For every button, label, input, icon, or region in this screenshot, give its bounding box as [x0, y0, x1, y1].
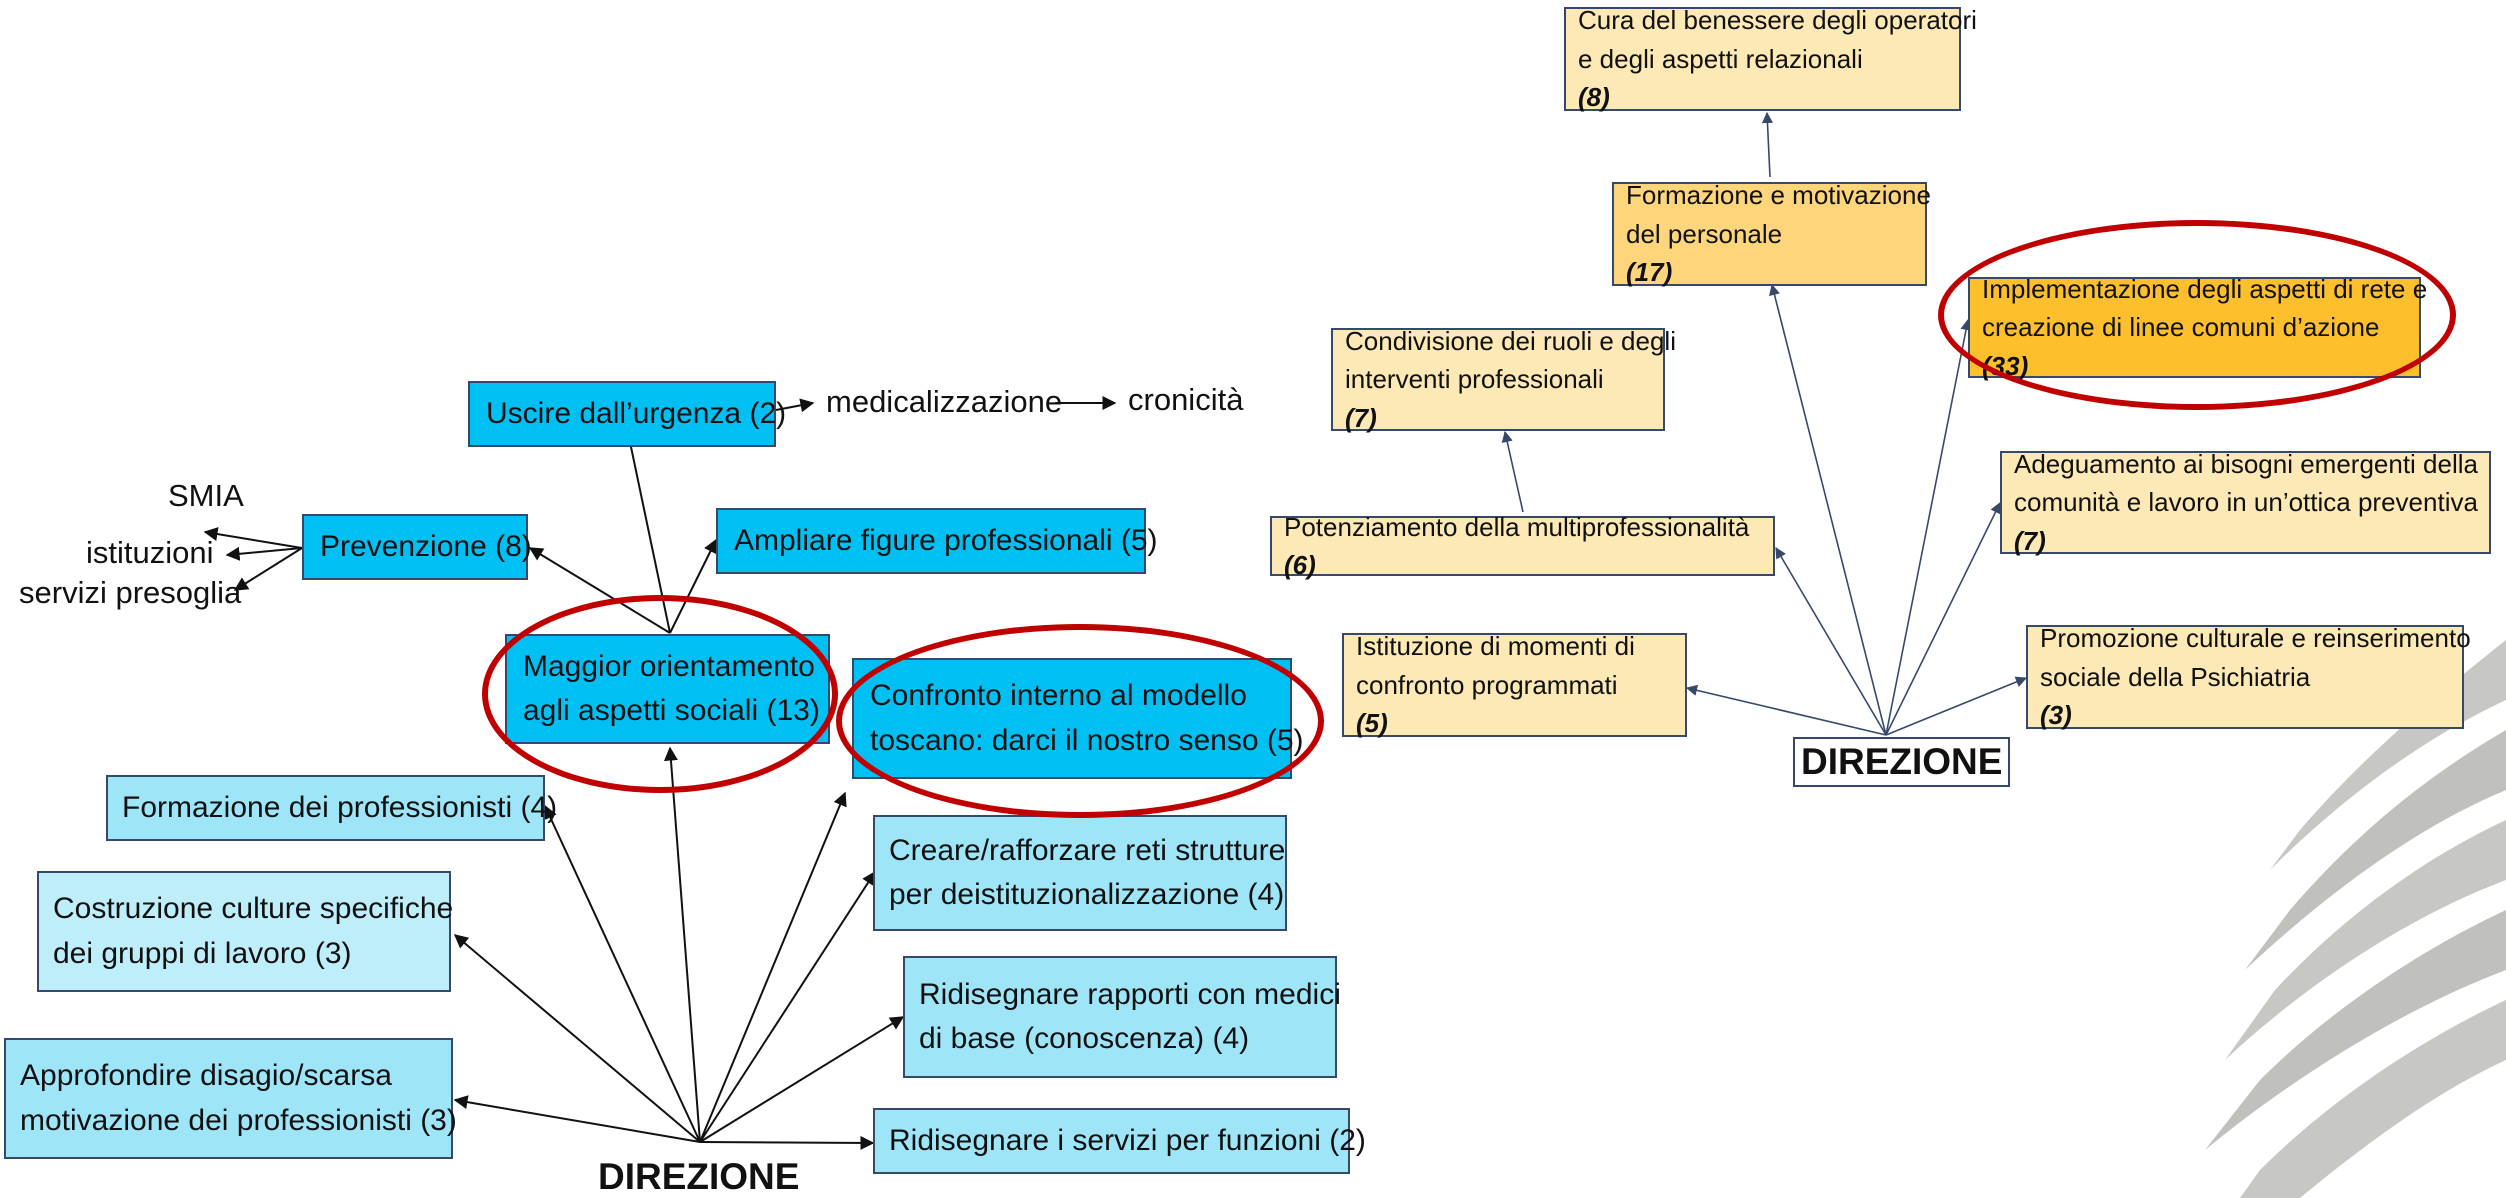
node-formazione-motivazione-count: (17): [1626, 257, 1673, 288]
node-cura-benessere-line1: Cura del benessere degli operatori: [1578, 5, 1977, 36]
node-uscire-urgenza: Uscire dall’urgenza (2): [468, 381, 786, 447]
node-uscire-urgenza-text: Uscire dall’urgenza (2): [486, 396, 787, 430]
node-cura-benessere-line2: e degli aspetti relazionali: [1578, 43, 1863, 74]
node-potenziamento-count: (6): [1284, 550, 1316, 580]
node-promozione-culturale-line1: Promozione culturale e reinserimento: [2040, 623, 2471, 654]
node-promozione-culturale-count: (3): [2040, 700, 2072, 731]
node-ampliare-figure-text: Ampliare figure professionali (5): [734, 523, 1158, 557]
node-ampliare-figure: Ampliare figure professionali (5): [716, 508, 1158, 574]
node-condivisione-ruoli-line2: interventi professionali: [1345, 364, 1604, 395]
node-formazione-professionisti: Formazione dei professionisti (4): [106, 775, 557, 841]
logo-watermark: [2205, 640, 2506, 1198]
highlight-confronto-interno: [836, 624, 1324, 818]
label-istituzioni: istituzioni: [86, 535, 214, 570]
node-formazione-motivazione-line2: del personale: [1626, 218, 1783, 249]
node-ridisegnare-rapporti-line1: Ridisegnare rapporti con medici: [919, 977, 1341, 1011]
node-potenziamento-text: Potenziamento della multiprofessionalità: [1284, 511, 1750, 542]
node-condivisione-ruoli: Condivisione dei ruoli e degli intervent…: [1331, 326, 1676, 433]
node-ridisegnare-servizi-text: Ridisegnare i servizi per funzioni (2): [889, 1123, 1366, 1157]
highlight-implementazione-rete: [1938, 220, 2456, 410]
node-costruzione-culture-line1: Costruzione culture specifiche: [53, 892, 454, 926]
node-adeguamento-bisogni-line2: comunità e lavoro in un’ottica preventiv…: [2014, 487, 2478, 518]
node-adeguamento-bisogni-count: (7): [2014, 525, 2046, 556]
label-smia: SMIA: [168, 478, 244, 513]
label-servizi-presoglia: servizi presoglia: [19, 575, 242, 610]
node-costruzione-culture-line2: dei gruppi di lavoro (3): [53, 936, 352, 970]
node-prevenzione: Prevenzione (8): [302, 514, 532, 580]
node-costruzione-culture: Costruzione culture specifiche dei grupp…: [37, 871, 454, 992]
node-condivisione-ruoli-count: (7): [1345, 402, 1377, 433]
node-adeguamento-bisogni: Adeguamento ai bisogni emergenti della c…: [2000, 449, 2491, 556]
node-istituzione-momenti-count: (5): [1356, 708, 1388, 739]
left-root-direzione: DIREZIONE: [598, 1156, 800, 1197]
node-promozione-culturale: Promozione culturale e reinserimento soc…: [2026, 623, 2471, 731]
node-cura-benessere-count: (8): [1578, 82, 1610, 113]
node-formazione-professionisti-text: Formazione dei professionisti (4): [122, 790, 558, 824]
node-creare-reti: Creare/rafforzare reti strutture per dei…: [873, 815, 1287, 931]
node-formazione-motivazione-line1: Formazione e motivazione: [1626, 180, 1931, 211]
label-medicalizzazione: medicalizzazione: [826, 384, 1063, 419]
node-creare-reti-line1: Creare/rafforzare reti strutture: [889, 833, 1286, 867]
node-istituzione-momenti-line2: confronto programmati: [1356, 669, 1618, 700]
node-approfondire-disagio-line2: motivazione dei professionisti (3): [20, 1103, 457, 1137]
label-cronicita: cronicità: [1128, 382, 1244, 417]
node-approfondire-disagio-line1: Approfondire disagio/scarsa: [20, 1059, 392, 1093]
node-adeguamento-bisogni-line1: Adeguamento ai bisogni emergenti della: [2014, 448, 2478, 479]
right-root-direzione: DIREZIONE: [1793, 737, 2011, 787]
node-istituzione-momenti-line1: Istituzione di momenti di: [1356, 631, 1635, 662]
highlight-maggior-orientamento: [482, 595, 838, 793]
node-approfondire-disagio: Approfondire disagio/scarsa motivazione …: [4, 1038, 457, 1159]
node-potenziamento: Potenziamento della multiprofessionalità…: [1270, 512, 1775, 580]
node-istituzione-momenti: Istituzione di momenti di confronto prog…: [1342, 631, 1687, 739]
node-cura-benessere: Cura del benessere degli operatori e deg…: [1564, 5, 1977, 113]
node-prevenzione-text: Prevenzione (8): [320, 529, 532, 563]
node-formazione-motivazione: Formazione e motivazione del personale (…: [1612, 180, 1931, 288]
node-ridisegnare-servizi: Ridisegnare i servizi per funzioni (2): [873, 1108, 1366, 1174]
node-ridisegnare-rapporti: Ridisegnare rapporti con medici di base …: [903, 956, 1341, 1078]
node-creare-reti-line2: per deistituzionalizzazione (4): [889, 878, 1285, 911]
node-ridisegnare-rapporti-line2: di base (conoscenza) (4): [919, 1022, 1250, 1055]
node-promozione-culturale-line2: sociale della Psichiatria: [2040, 661, 2311, 692]
node-condivisione-ruoli-line1: Condivisione dei ruoli e degli: [1345, 325, 1676, 356]
